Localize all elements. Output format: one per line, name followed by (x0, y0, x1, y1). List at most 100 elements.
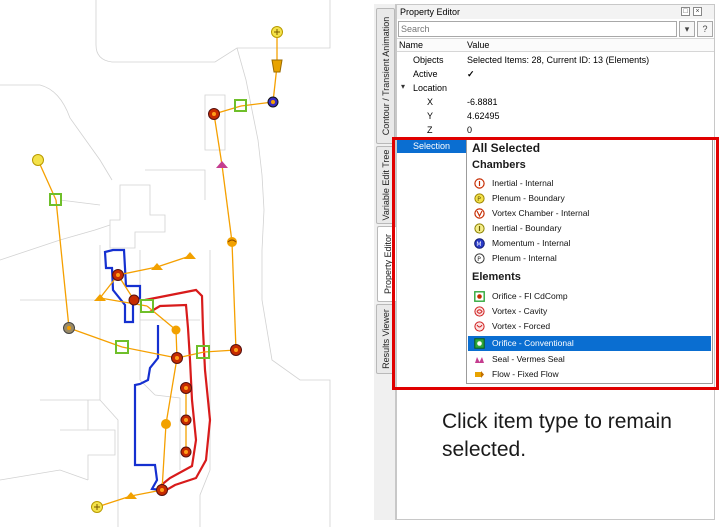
plenum-boundary-node (271, 26, 283, 38)
property-row-y[interactable]: Y 4.62495 (397, 109, 714, 123)
tab-contour-transient-animation[interactable]: Contour / Transient Animation (376, 8, 395, 144)
collapse-arrow-icon[interactable]: ▾ (401, 82, 406, 91)
property-value: 0 (467, 125, 473, 135)
seal-node (184, 252, 196, 259)
plenum-internal-icon: P (474, 253, 485, 264)
property-row-active[interactable]: Active ✓ (397, 67, 714, 81)
vortex-node (171, 325, 181, 335)
option-label: Plenum - Boundary (492, 193, 565, 203)
orifice-conventional-icon (474, 338, 485, 349)
inertial-node (180, 414, 192, 426)
panel-title-bar: Property Editor □ × (397, 5, 714, 19)
inertial-node (208, 108, 220, 120)
momentum-node (267, 96, 279, 108)
option-flow-fixed-flow[interactable]: Flow - Fixed Flow (468, 367, 711, 382)
vortex-cavity-icon (474, 306, 485, 317)
svg-text:P: P (477, 196, 481, 203)
property-name: Active (413, 69, 438, 79)
plenum-boundary-node (91, 501, 103, 513)
orifice-node (49, 193, 62, 206)
property-row-x[interactable]: X -6.8881 (397, 95, 714, 109)
option-plenum-boundary[interactable]: P Plenum - Boundary (468, 191, 711, 206)
tab-label: Contour / Transient Animation (380, 16, 391, 136)
inertial-node (156, 484, 168, 496)
search-dropdown-button[interactable]: ▾ (679, 21, 695, 37)
property-row-z[interactable]: Z 0 (397, 123, 714, 137)
vortex-chamber-icon (474, 208, 485, 219)
option-label: Inertial - Internal (492, 178, 554, 188)
network-nodes[interactable] (32, 26, 283, 513)
option-label: Inertial - Boundary (492, 223, 562, 233)
property-value: 4.62495 (467, 111, 500, 121)
property-table-header: Name Value (397, 38, 714, 52)
inertial-internal-icon (474, 178, 485, 189)
flow-icon (475, 371, 484, 378)
orifice-node (115, 340, 129, 354)
model-canvas[interactable] (0, 0, 372, 527)
option-label: Orifice - Conventional (492, 338, 574, 348)
option-plenum-internal[interactable]: P Plenum - Internal (468, 251, 711, 266)
vortex-forced-icon (474, 321, 485, 332)
column-name-header: Name (399, 40, 424, 50)
momentum-internal-icon: M (474, 238, 485, 249)
property-name: Location (413, 83, 448, 93)
property-name: Selection (413, 141, 451, 151)
tab-label: Variable Edit Tree (380, 149, 391, 221)
tab-label: Results Viewer (380, 309, 391, 369)
inertial-node (112, 269, 124, 281)
property-row-location[interactable]: ▾ Location (397, 81, 714, 95)
float-icon[interactable]: □ (681, 7, 690, 16)
option-label: Vortex Chamber - Internal (492, 208, 590, 218)
svg-text:P: P (477, 256, 481, 263)
inertial-node (230, 344, 242, 356)
option-label: Momentum - Internal (492, 238, 571, 248)
help-button[interactable]: ? (697, 21, 713, 37)
option-momentum-internal[interactable]: M Momentum - Internal (468, 236, 711, 251)
option-inertial-boundary[interactable]: Inertial - Boundary (468, 221, 711, 236)
property-name: Objects (413, 55, 444, 65)
option-seal-vermes-seal[interactable]: Seal - Vermes Seal (468, 352, 711, 367)
orifice-node (196, 345, 210, 359)
tab-label: Property Editor (382, 233, 393, 295)
option-vortex-cavity[interactable]: Vortex - Cavity (468, 304, 711, 319)
inertial-boundary-node (63, 322, 75, 334)
blue-selection-path (103, 248, 163, 492)
property-row-objects[interactable]: Objects Selected Items: 28, Current ID: … (397, 53, 714, 67)
annotation-highlight-box (392, 137, 719, 390)
elements-header: Elements (472, 271, 521, 283)
property-row-selection[interactable]: Selection (397, 139, 467, 153)
fixed-flow-node (271, 59, 283, 73)
option-orifice-fi-cdcomp[interactable]: Orifice - FI CdComp (468, 289, 711, 304)
active-checkbox[interactable]: ✓ (467, 69, 475, 79)
property-value: Selected Items: 28, Current ID: 13 (Elem… (467, 55, 650, 65)
search-input[interactable] (398, 21, 677, 37)
inertial-node (128, 294, 140, 306)
inertial-boundary-icon (474, 223, 485, 234)
inertial-node (180, 382, 192, 394)
property-name: Z (427, 125, 433, 135)
orifice-node (140, 299, 154, 313)
option-vortex-chamber-internal[interactable]: Vortex Chamber - Internal (468, 206, 711, 221)
close-icon[interactable]: × (693, 7, 702, 16)
svg-text:M: M (476, 241, 481, 248)
option-label: Orifice - FI CdComp (492, 291, 568, 301)
seal-node (216, 161, 228, 168)
option-orifice-conventional[interactable]: Orifice - Conventional (468, 336, 711, 351)
property-value: -6.8881 (467, 97, 498, 107)
option-vortex-forced[interactable]: Vortex - Forced (468, 319, 711, 334)
seal-icon (475, 357, 484, 363)
seal-node (94, 294, 106, 301)
inertial-node (171, 352, 183, 364)
column-value-header: Value (467, 40, 490, 50)
option-label: Vortex - Forced (492, 321, 551, 331)
property-name: X (427, 97, 434, 107)
option-inertial-internal[interactable]: Inertial - Internal (468, 176, 711, 191)
orifice-fi-icon (474, 291, 485, 302)
plenum-boundary-node (32, 154, 44, 166)
seal-node (125, 492, 137, 499)
all-selected-option[interactable]: All Selected (472, 141, 541, 155)
option-label: Flow - Fixed Flow (492, 369, 559, 379)
plenum-boundary-icon: P (474, 193, 485, 204)
option-label: Vortex - Cavity (492, 306, 548, 316)
chambers-header: Chambers (472, 159, 526, 171)
